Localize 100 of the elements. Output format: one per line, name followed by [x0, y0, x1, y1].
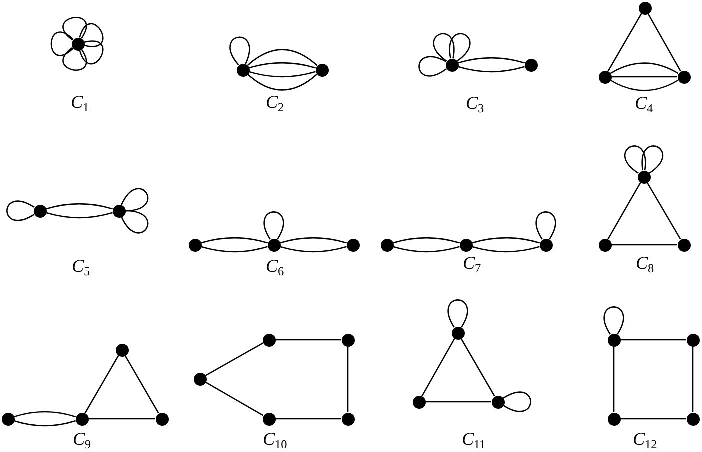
edge-line	[472, 246, 540, 253]
self-loop	[230, 36, 250, 66]
vertex-dot	[524, 58, 538, 72]
edge-line	[247, 49, 318, 66]
vertex-dot	[72, 38, 84, 50]
edge-line	[280, 246, 347, 253]
vertex-dot	[262, 334, 276, 346]
vertex-dot	[492, 396, 504, 408]
graph-label: C$_{6}$	[266, 257, 284, 275]
graph-label: C$_{10}$	[263, 430, 288, 448]
vertex-dot	[2, 412, 14, 426]
vertex-dot	[686, 412, 700, 426]
graph-label: C$_{7}$	[463, 254, 482, 272]
edge-line	[46, 212, 113, 219]
edge-line	[426, 401, 492, 403]
edge-line	[280, 237, 347, 244]
edge-line	[84, 355, 120, 414]
self-loop	[433, 33, 455, 62]
edge-line	[124, 355, 160, 414]
edge-line	[393, 246, 460, 253]
vertex-dot	[540, 238, 552, 252]
edge-line	[458, 66, 525, 73]
graph-label: C$_{5}$	[72, 257, 90, 275]
edge-line	[458, 57, 525, 64]
self-loop	[50, 32, 74, 56]
vertex-dot	[678, 238, 690, 252]
vertex-dot	[342, 412, 354, 426]
vertex-dot	[342, 334, 354, 346]
self-loop	[62, 47, 88, 71]
edge-line	[648, 13, 682, 72]
self-loop	[79, 23, 104, 48]
edge-line	[205, 342, 264, 376]
vertex-dot	[380, 238, 394, 252]
self-loop	[6, 200, 35, 222]
edge-line	[14, 411, 76, 418]
edge-line	[620, 339, 686, 341]
edge-line	[422, 338, 456, 397]
vertex-dot	[608, 412, 620, 426]
edge-line	[612, 244, 678, 246]
self-loop	[121, 188, 149, 212]
graph-label: C$_{2}$	[266, 93, 284, 111]
self-loop	[121, 210, 149, 234]
edge-line	[247, 74, 318, 91]
edge-line	[88, 418, 156, 420]
vertex-dot	[112, 204, 126, 218]
graph-label: C$_{12}$	[633, 430, 658, 448]
edge-line	[608, 182, 642, 240]
vertex-dot	[194, 372, 206, 386]
self-loop	[503, 392, 532, 412]
self-loop	[449, 33, 471, 62]
edge-line	[472, 237, 540, 244]
self-loop	[448, 300, 468, 328]
edge-line	[610, 80, 679, 92]
vertex-dot	[236, 64, 250, 76]
edge-line	[249, 71, 316, 78]
self-loop	[264, 212, 284, 240]
vertex-dot	[156, 412, 168, 426]
edge-line	[205, 382, 264, 416]
self-loop	[62, 17, 88, 41]
self-loop	[642, 146, 664, 174]
vertex-dot	[460, 238, 472, 252]
edge-line	[692, 346, 694, 412]
edge-line	[249, 62, 316, 69]
vertex-dot	[268, 238, 280, 252]
vertex-dot	[346, 238, 360, 252]
graph-label: C$_{8}$	[636, 254, 654, 272]
vertex-dot	[412, 396, 426, 408]
vertex-dot	[446, 58, 458, 72]
vertex-dot	[678, 70, 690, 84]
graph-label: C$_{4}$	[635, 94, 654, 112]
edge-line	[612, 76, 678, 78]
edge-line	[646, 182, 682, 240]
self-loop	[79, 40, 104, 65]
edge-line	[613, 346, 615, 412]
vertex-dot	[262, 412, 276, 426]
vertex-dot	[34, 204, 46, 218]
edge-line	[620, 418, 686, 420]
vertex-dot	[598, 70, 612, 84]
edge-line	[276, 418, 342, 420]
vertex-dot	[608, 334, 620, 346]
graph-label: C$_{11}$	[462, 430, 486, 448]
vertex-dot	[598, 238, 612, 252]
vertex-dot	[638, 170, 650, 184]
vertex-dot	[76, 412, 88, 426]
self-loop	[604, 306, 624, 335]
vertex-dot	[116, 344, 128, 356]
graph-label: C$_{9}$	[73, 430, 92, 448]
graph-label: C$_{1}$	[71, 93, 90, 111]
edge-line	[14, 420, 76, 427]
edge-line	[201, 237, 268, 244]
edge-line	[347, 346, 349, 412]
edge-line	[608, 13, 642, 72]
vertex-dot	[316, 64, 328, 76]
edge-line	[460, 338, 496, 397]
self-loop	[418, 56, 448, 77]
edge-line	[201, 246, 268, 253]
self-loop	[624, 146, 646, 174]
vertex-dot	[188, 238, 202, 252]
vertex-dot	[452, 326, 464, 340]
vertex-dot	[686, 334, 700, 346]
